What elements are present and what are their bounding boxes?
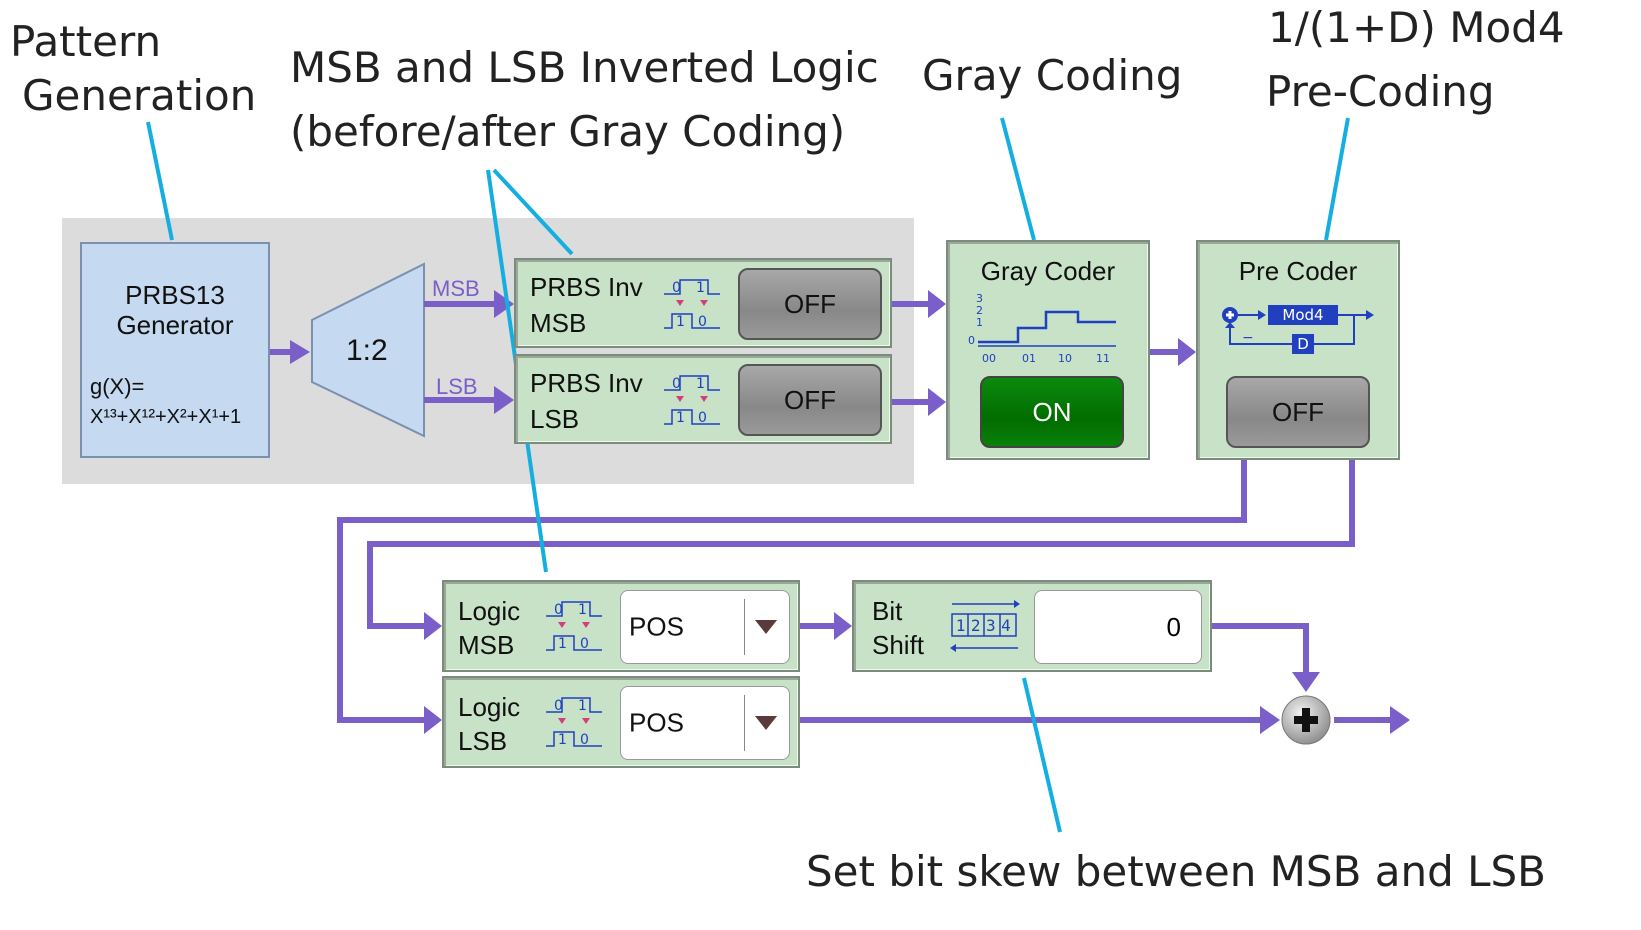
logic-msb-select-value: POS	[629, 611, 684, 642]
arrow-to-logic-lsb	[424, 706, 442, 734]
gray-code-00: 00	[982, 352, 996, 365]
generator-poly-line2: X¹³+X¹²+X²+X¹+1	[90, 406, 242, 428]
prbs-inv-lsb-label-line2: LSB	[530, 404, 580, 434]
bit-shift-label-line2: Shift	[872, 630, 925, 660]
logic-lsb-select[interactable]: POS	[620, 686, 790, 760]
svg-text:0: 0	[580, 636, 589, 652]
logic-lsb-block: Logic LSB 0 1 1 0 POS	[442, 676, 800, 768]
svg-text:1: 1	[558, 636, 567, 652]
bit-shift-icon: 1234	[950, 600, 1020, 652]
annotation-inverted-logic-line2: (before/after Gray Coding)	[290, 107, 846, 156]
logic-lsb-label-line1: Logic	[458, 692, 521, 722]
triangle-down-icon[interactable]	[755, 620, 777, 634]
annotation-precoding-line2: Pre-Coding	[1266, 67, 1495, 116]
callout-precoding	[1324, 117, 1350, 241]
demux-lsb-label: LSB	[436, 374, 478, 399]
arrow-to-bitshift	[834, 612, 852, 640]
pre-coder-title: Pre Coder	[1238, 256, 1358, 286]
svg-text:0: 0	[672, 280, 681, 296]
prbs-inv-lsb-toggle-button[interactable]: OFF	[738, 364, 882, 436]
svg-text:0: 0	[554, 602, 563, 618]
precoder-loop-icon: Mod4 D −	[1222, 305, 1374, 354]
arrow-to-pre	[1178, 338, 1196, 366]
precoder-minus-sign: −	[1242, 330, 1254, 346]
arrow-to-sum-top	[1292, 672, 1320, 692]
arrow-out	[1390, 706, 1410, 734]
generator-title-line1: PRBS13	[125, 280, 225, 310]
select-separator	[744, 599, 745, 655]
gray-coder-block: Gray Coder 3 2 1 0 00 01 10 11 ON	[946, 240, 1150, 460]
bit-shift-label-line1: Bit	[872, 596, 903, 626]
annotation-pattern-generation-line1: Pattern	[10, 17, 162, 66]
logic-msb-select[interactable]: POS	[620, 590, 790, 664]
annotation-precoding-line1: 1/(1+D) Mod4	[1268, 3, 1565, 52]
gray-code-staircase-icon: 3 2 1 0 00 01 10 11	[968, 292, 1116, 365]
arrow-to-gray-lsb	[928, 388, 946, 416]
precoder-delay-label: D	[1297, 335, 1309, 353]
bit-invert-icon: 0 1 1 0	[546, 697, 602, 748]
svg-text:0: 0	[698, 410, 707, 426]
logic-msb-block: Logic MSB 0 1 1 0 POS	[442, 580, 800, 672]
svg-text:0: 0	[580, 732, 589, 748]
annotation-bit-skew: Set bit skew between MSB and LSB	[806, 847, 1546, 896]
prbs-inv-msb-toggle-button[interactable]: OFF	[738, 268, 882, 340]
callout-gray-coding	[1000, 117, 1036, 241]
svg-text:0: 0	[554, 698, 563, 714]
gray-level-3: 3	[976, 292, 983, 305]
logic-lsb-select-value: POS	[629, 707, 684, 738]
bit-shift-input[interactable]: 0	[1034, 590, 1202, 664]
generator-poly-line1: g(X)=	[90, 374, 145, 399]
demux-label: 1:2	[346, 334, 388, 367]
gray-code-01: 01	[1022, 352, 1036, 365]
svg-text:1: 1	[578, 602, 587, 618]
logic-lsb-label-line2: LSB	[458, 726, 508, 756]
svg-text:0: 0	[672, 376, 681, 392]
bit-shift-block: Bit Shift 1234 0	[852, 580, 1212, 672]
gray-code-10: 10	[1058, 352, 1072, 365]
svg-text:1: 1	[558, 732, 567, 748]
generator-title-line2: Generator	[116, 310, 234, 340]
gray-level-2: 2	[976, 304, 983, 317]
select-separator	[744, 695, 745, 751]
annotation-gray-coding: Gray Coding	[922, 51, 1183, 100]
bit-invert-icon: 0 1 1 0	[546, 601, 602, 652]
precoder-mod-label: Mod4	[1282, 306, 1323, 324]
svg-text:1: 1	[676, 410, 685, 426]
wire-bitshift-to-sum	[1212, 623, 1309, 676]
bit-invert-icon: 0 1 1 0	[664, 279, 720, 330]
prbs-inv-msb-label-line2: MSB	[530, 308, 587, 338]
gray-code-11: 11	[1096, 352, 1110, 365]
plus-circle-icon	[1281, 695, 1331, 745]
callout-bit-skew	[1022, 677, 1062, 833]
prbs-inv-lsb-block: PRBS Inv LSB 0 1 1 0 OFF	[514, 354, 892, 444]
pre-coder-toggle-button[interactable]: OFF	[1226, 376, 1370, 448]
svg-text:1: 1	[578, 698, 587, 714]
bit-invert-icon: 0 1 1 0	[664, 375, 720, 426]
demux-msb-label: MSB	[432, 276, 480, 301]
arrow-to-gray-msb	[928, 290, 946, 318]
pre-coder-block: Pre Coder Mod4 D − OFF	[1196, 240, 1400, 460]
svg-text:1: 1	[696, 280, 705, 296]
logic-msb-label-line1: Logic	[458, 596, 521, 626]
prbs-generator-block[interactable]: PRBS13 Generator g(X)= X¹³+X¹²+X²+X¹+1	[80, 242, 270, 458]
arrow-to-logic-msb	[424, 612, 442, 640]
annotation-pattern-generation-line2: Generation	[22, 71, 257, 120]
svg-text:0: 0	[698, 314, 707, 330]
prbs-inv-msb-label-line1: PRBS Inv	[530, 272, 643, 302]
gray-level-0: 0	[968, 334, 975, 347]
svg-text:1: 1	[696, 376, 705, 392]
logic-msb-label-line2: MSB	[458, 630, 515, 660]
bit-shift-digits: 1234	[956, 616, 1017, 635]
svg-text:1: 1	[676, 314, 685, 330]
gray-coder-title: Gray Coder	[980, 256, 1116, 286]
prbs-inv-lsb-label-line1: PRBS Inv	[530, 368, 643, 398]
gray-coder-toggle-button[interactable]: ON	[980, 376, 1124, 448]
annotation-inverted-logic-line1: MSB and LSB Inverted Logic	[290, 43, 879, 92]
prbs-inv-msb-block: PRBS Inv MSB 0 1 1 0 OFF	[514, 258, 892, 348]
gray-level-1: 1	[976, 316, 983, 329]
arrow-to-sum-left	[1260, 706, 1280, 734]
triangle-down-icon[interactable]	[755, 716, 777, 730]
